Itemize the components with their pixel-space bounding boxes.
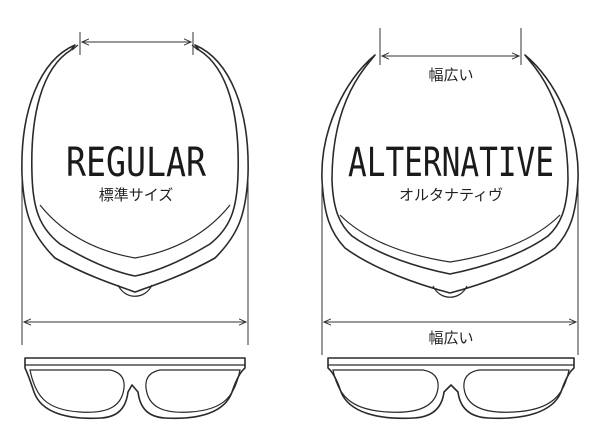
alternative-temple-gap-dimension xyxy=(379,28,522,65)
regular-temple-gap-dimension xyxy=(79,32,194,55)
alternative-width-dimension-label: 幅広い xyxy=(428,329,473,347)
regular-panel: REGULAR 標準サイズ xyxy=(21,32,249,420)
alternative-front-view xyxy=(327,357,575,420)
alternative-frame-width-dimension xyxy=(321,180,579,355)
regular-subtitle: 標準サイズ xyxy=(99,186,174,204)
regular-front-view xyxy=(24,357,246,420)
alternative-subtitle: オルタナティヴ xyxy=(399,186,503,204)
regular-title: REGULAR xyxy=(66,140,207,186)
regular-frame-width-dimension xyxy=(21,175,249,345)
alternative-top-dimension-label: 幅広い xyxy=(428,66,473,84)
alternative-top-view xyxy=(321,54,579,298)
alternative-title: ALTERNATIVE xyxy=(348,140,554,186)
alternative-panel: 幅広い ALTERNATIVE オルタナティヴ 幅広い xyxy=(321,28,579,420)
